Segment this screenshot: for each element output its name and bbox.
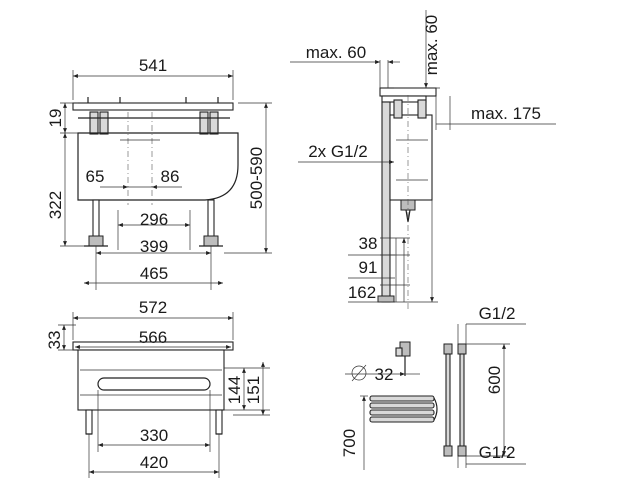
label-side-connection: 2x G1/2 [308, 142, 368, 161]
front-top-bolts [87, 97, 219, 103]
dim-acc-diameter: 32 [375, 365, 394, 384]
side-top-plate [379, 87, 437, 97]
dim-acc-length-700: 700 [340, 429, 359, 457]
front-connectors [78, 111, 230, 135]
coiled-hose [369, 395, 438, 423]
plan-slot [97, 377, 211, 391]
dim-front-feet-296: 296 [140, 210, 168, 229]
dim-side-91: 91 [359, 258, 378, 277]
dim-front-top-height: 19 [46, 109, 65, 128]
dim-hose-length: 600 [485, 366, 504, 394]
dim-plan-572: 572 [139, 298, 167, 317]
dim-plan-33: 33 [45, 331, 64, 350]
dim-front-feet-399: 399 [140, 237, 168, 256]
accessory-fittings: 32 700 [340, 341, 438, 470]
dim-side-162: 162 [348, 283, 376, 302]
dim-front-spacing-a: 65 [86, 167, 105, 186]
dim-side-max-175: max. 175 [471, 104, 541, 123]
dim-front-spacing-b: 86 [161, 167, 180, 186]
dim-side-max-60-h: max. 60 [306, 43, 366, 62]
front-body [77, 132, 239, 201]
connection-hoses: G1/2 600 G1/2 [443, 304, 526, 468]
plan-view: 572 566 33 144 151 330 420 [45, 298, 270, 478]
hose-right [459, 353, 465, 447]
dim-plan-151: 151 [244, 376, 263, 404]
dim-plan-420: 420 [140, 453, 168, 472]
dim-plan-144: 144 [225, 376, 244, 404]
dim-plan-566: 566 [139, 328, 167, 347]
hose-left [445, 353, 451, 447]
dim-plan-330: 330 [140, 426, 168, 445]
plan-body [77, 349, 225, 411]
dim-front-body-height: 322 [46, 191, 65, 219]
front-view: 541 19 322 65 86 500-590 296 399 465 [46, 56, 272, 290]
dim-front-base-465: 465 [140, 264, 168, 283]
dim-front-top-width: 541 [139, 56, 167, 75]
label-hose-top: G1/2 [479, 304, 516, 323]
side-body [389, 114, 433, 201]
dim-front-total-height: 500-590 [247, 147, 266, 209]
label-hose-bottom: G1/2 [479, 443, 516, 462]
side-view: max. 60 max. 60 max. 175 2x G1/2 38 91 1… [290, 10, 556, 310]
side-frame [381, 101, 391, 303]
front-top-plate [72, 102, 234, 111]
dim-side-max-60-v: max. 60 [422, 15, 441, 75]
dim-side-38: 38 [359, 234, 378, 253]
